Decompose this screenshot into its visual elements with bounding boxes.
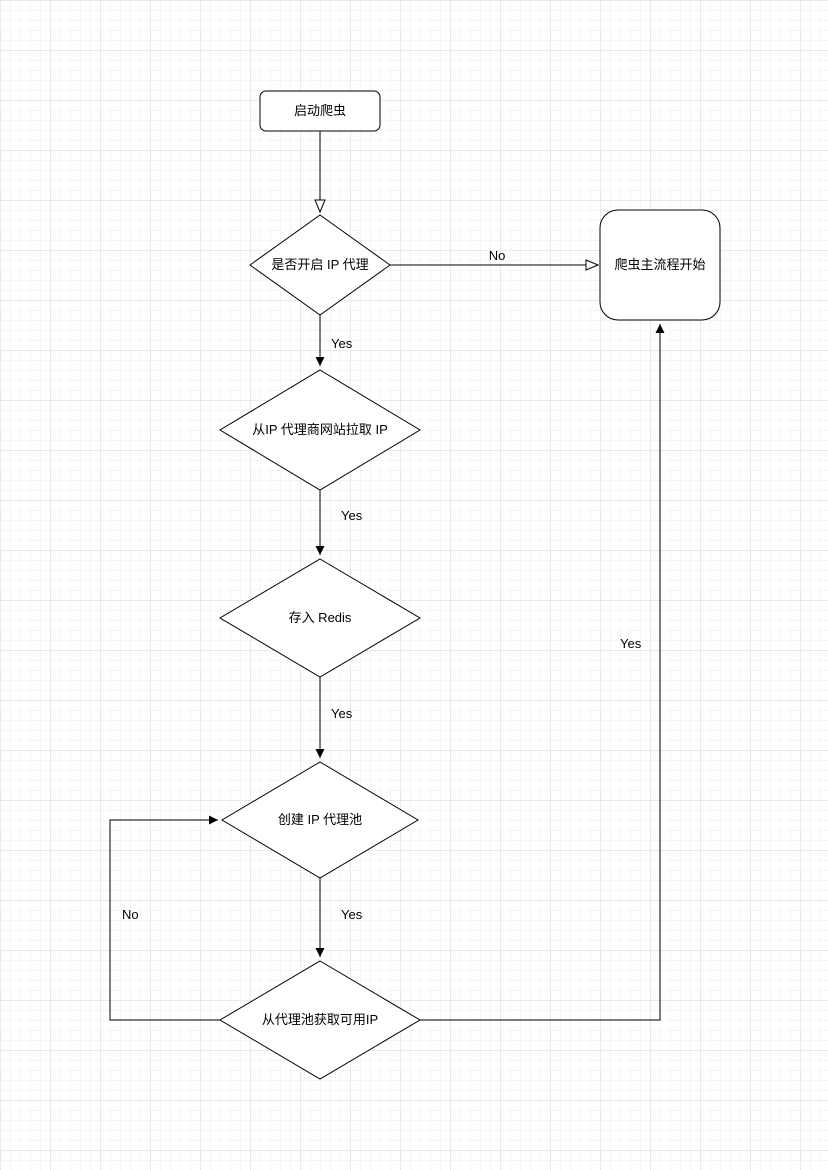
node-create-pool-shape[interactable]	[221, 761, 419, 879]
node-check-proxy[interactable]: 是否开启 IP 代理	[249, 214, 391, 316]
edge-get-to-pool-loop[interactable]	[109, 815, 220, 1021]
node-pull-ip-shape[interactable]	[219, 369, 421, 491]
node-check-proxy-label: 是否开启 IP 代理	[271, 257, 368, 272]
node-main-process[interactable]: 爬虫主流程开始	[599, 209, 721, 321]
node-store-redis-label: 存入 Redis	[289, 610, 352, 625]
node-main-process-shape[interactable]	[599, 209, 721, 321]
node-pull-ip[interactable]: 从IP 代理商网站拉取 IP	[219, 369, 421, 491]
node-start-shape[interactable]	[259, 90, 381, 132]
edge-labels: No Yes Yes Yes Yes No Yes	[122, 248, 642, 922]
edges	[109, 131, 665, 1021]
edge-label-pull-yes: Yes	[341, 508, 363, 523]
node-get-ip-shape[interactable]	[219, 960, 421, 1080]
edge-label-pool-yes: Yes	[341, 907, 363, 922]
edge-get-to-main[interactable]	[420, 324, 665, 1021]
node-create-pool[interactable]: 创建 IP 代理池	[221, 761, 419, 879]
edge-label-redis-yes: Yes	[331, 706, 353, 721]
node-pull-ip-label: 从IP 代理商网站拉取 IP	[252, 422, 388, 437]
node-get-ip[interactable]: 从代理池获取可用IP	[219, 960, 421, 1080]
node-main-process-label: 爬虫主流程开始	[614, 257, 705, 272]
edge-label-check-yes: Yes	[331, 336, 353, 351]
edge-label-return-yes: Yes	[620, 636, 642, 651]
node-start-label: 启动爬虫	[294, 103, 346, 118]
node-check-proxy-shape[interactable]	[249, 214, 391, 316]
edge-label-check-no: No	[489, 248, 506, 263]
node-store-redis-shape[interactable]	[219, 558, 421, 678]
edge-label-loop-no: No	[122, 907, 139, 922]
node-store-redis[interactable]: 存入 Redis	[219, 558, 421, 678]
node-create-pool-label: 创建 IP 代理池	[278, 812, 362, 827]
node-start[interactable]: 启动爬虫	[259, 90, 381, 132]
node-get-ip-label: 从代理池获取可用IP	[262, 1012, 378, 1027]
